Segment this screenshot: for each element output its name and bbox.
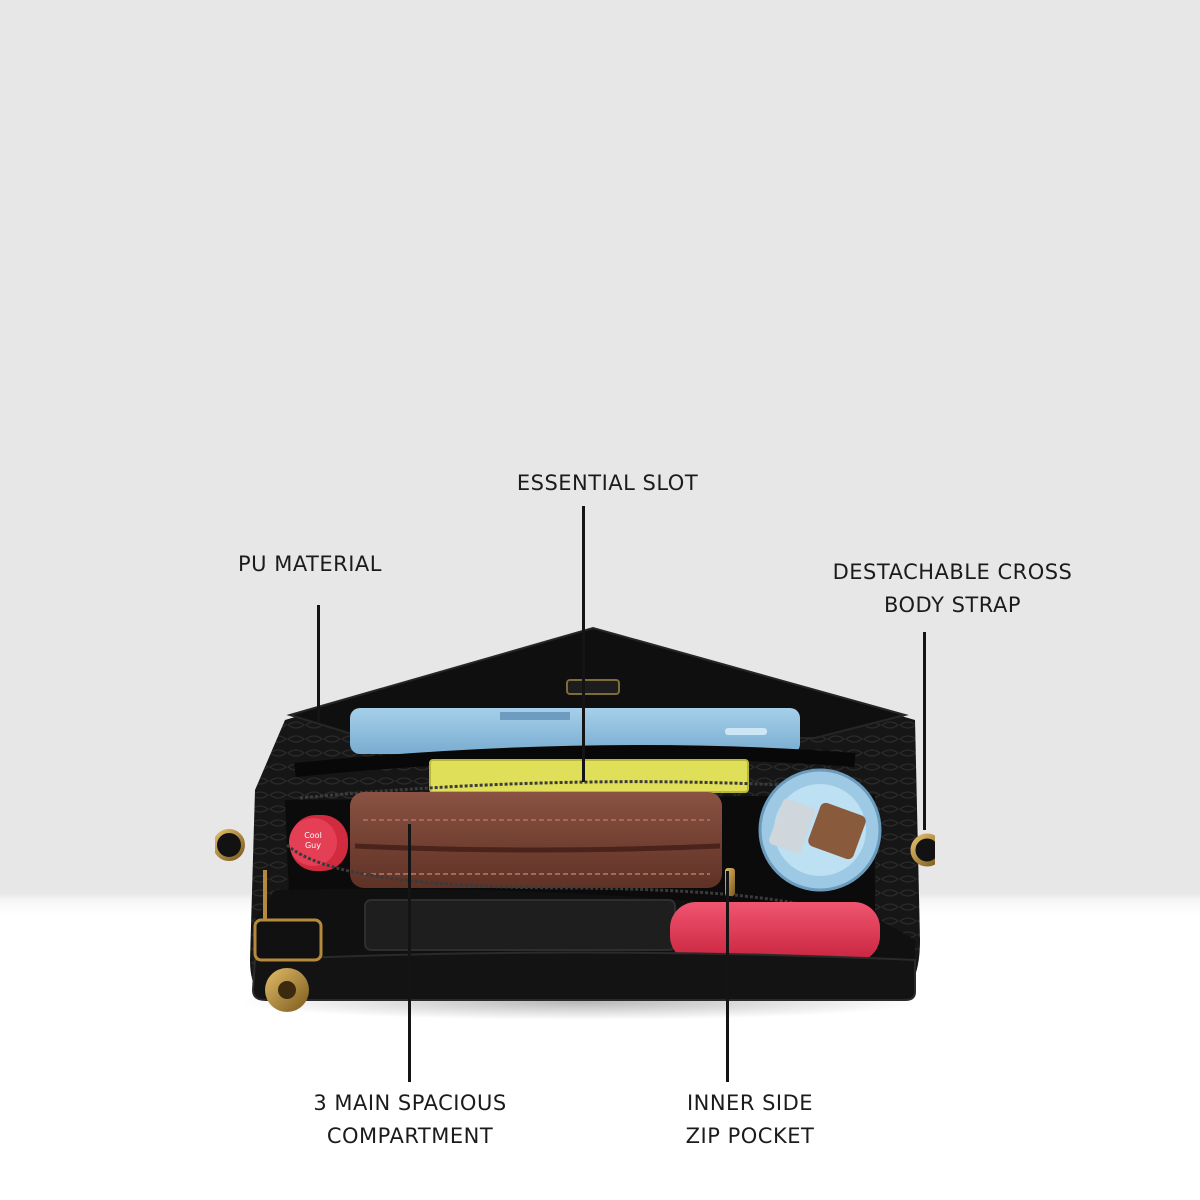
lipstick-brand-line-2: Guy — [305, 841, 321, 850]
right-strap-ring — [910, 833, 935, 867]
left-strap-ring — [215, 829, 245, 861]
zip-pocket-leader — [726, 871, 729, 1082]
tablet-button — [725, 728, 767, 735]
makeup-brush-handle — [768, 798, 816, 854]
strap-leader — [923, 632, 926, 830]
pouch — [364, 899, 676, 951]
front-compartment-zipper — [286, 843, 841, 917]
tablet — [350, 708, 800, 754]
main-compartment-leader — [408, 824, 411, 1082]
strap-label-line-1: DESTACHABLE CROSS — [832, 560, 1073, 584]
strap-label: DESTACHABLE CROSS BODY STRAP — [800, 556, 1105, 622]
main-compartment-label-line-1: 3 MAIN SPACIOUS — [313, 1091, 507, 1115]
main-compartment-label-line-2: COMPARTMENT — [326, 1124, 494, 1148]
wallet — [350, 792, 722, 888]
makeup-brush-bristles — [808, 802, 866, 860]
wallet-fold — [354, 843, 721, 853]
pu-material-label: PU MATERIAL — [237, 552, 382, 576]
zipper-charm-medallion-center — [278, 981, 296, 999]
notebook — [429, 759, 749, 793]
essential-slot-label: ESSENTIAL SLOT — [516, 471, 699, 495]
zip-pocket-label-line-2: ZIP POCKET — [685, 1124, 815, 1148]
handbag-illustration: Cool Guy — [215, 626, 935, 1020]
essential-slot-leader — [582, 506, 585, 782]
zip-pocket-label-line-1: INNER SIDE — [686, 1091, 814, 1115]
pu-material-leader — [317, 605, 320, 722]
back-compartment-edge — [294, 745, 856, 777]
strap-label-line-2: BODY STRAP — [883, 593, 1022, 617]
zipper-charm-tag — [253, 918, 323, 962]
pink-compact — [670, 902, 880, 962]
zip-pocket-label: INNER SIDE ZIP POCKET — [650, 1087, 850, 1153]
main-compartment-label: 3 MAIN SPACIOUS COMPARTMENT — [280, 1087, 540, 1153]
tablet-screen-edge — [500, 712, 570, 720]
flap-clasp — [566, 679, 620, 695]
bag-front-base — [251, 951, 916, 1001]
lipstick-brand-line-1: Cool — [304, 831, 322, 840]
